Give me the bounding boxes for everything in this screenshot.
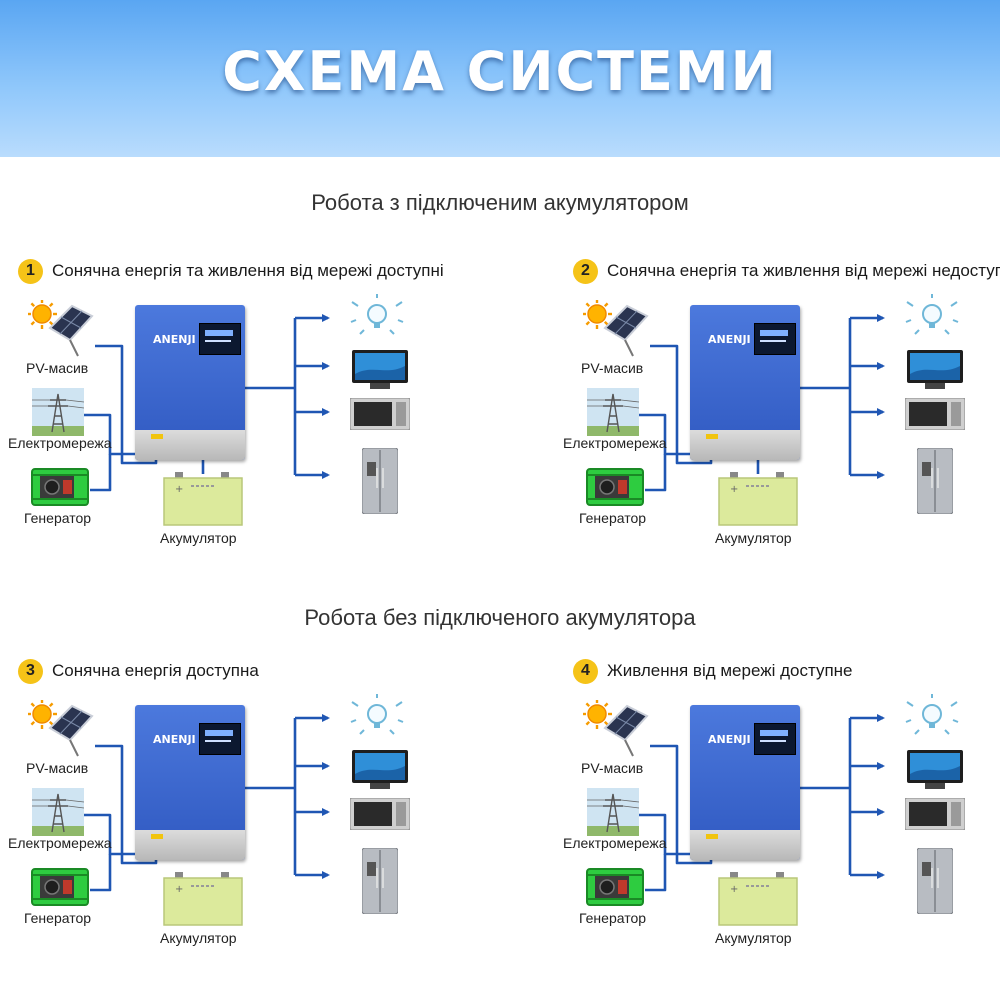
scenario-number-badge: 4 <box>573 658 598 684</box>
battery-icon: + <box>718 872 798 926</box>
lamp-icon <box>905 694 959 735</box>
tv-icon <box>907 750 963 789</box>
scenario-heading: 1 Сонячна енергія та живлення від мережі … <box>18 258 444 284</box>
scenario-description: Сонячна енергія та живлення від мережі н… <box>607 261 1000 280</box>
battery-icon: + <box>163 472 243 526</box>
inverter-display <box>199 323 241 355</box>
lamp-icon <box>905 294 959 335</box>
inverter-display <box>199 723 241 755</box>
solar-panel-icon <box>583 300 649 357</box>
scenario-description: Сонячна енергія доступна <box>52 661 259 680</box>
svg-text:+: + <box>175 484 183 495</box>
sun-icon <box>583 300 612 329</box>
inverter-terminal-panel <box>135 430 245 460</box>
sun-icon <box>28 700 57 729</box>
fridge-icon <box>362 848 398 914</box>
microwave-icon <box>350 798 410 830</box>
sun-icon <box>583 700 612 729</box>
grid-label: Електромережа <box>563 435 667 451</box>
lamp-icon <box>350 694 404 735</box>
svg-text:+: + <box>730 484 738 495</box>
brand-logo: ANENJI <box>708 333 751 346</box>
power-tower-icon <box>587 788 639 836</box>
scenario-description: Живлення від мережі доступне <box>607 661 853 680</box>
generator-label: Генератор <box>24 510 92 526</box>
microwave-icon <box>905 798 965 830</box>
power-tower-icon <box>32 388 84 436</box>
generator-icon <box>586 468 644 506</box>
grid-label: Електромережа <box>563 835 667 851</box>
tv-icon <box>352 750 408 789</box>
fridge-icon <box>917 848 953 914</box>
battery-icon: + <box>163 872 243 926</box>
scenario-panel-2: 2 Сонячна енергія та живлення від мережі … <box>555 250 1000 570</box>
lamp-icon <box>350 294 404 335</box>
scenario-number-badge: 2 <box>573 258 598 284</box>
scenario-heading: 4 Живлення від мережі доступне <box>573 658 853 684</box>
generator-label: Генератор <box>579 510 647 526</box>
scenario-number-badge: 3 <box>18 658 43 684</box>
tv-icon <box>907 350 963 389</box>
inverter-display <box>754 323 796 355</box>
brand-logo: ANENJI <box>153 733 196 746</box>
solar-panel-icon <box>28 300 94 357</box>
generator-label: Генератор <box>579 910 647 926</box>
microwave-icon <box>350 398 410 430</box>
page-title: СХЕМА СИСТЕМИ <box>222 40 778 103</box>
pv-array-label: PV-масив <box>26 760 89 776</box>
connection-wires <box>84 314 330 492</box>
scenario-number-badge: 1 <box>18 258 43 284</box>
inverter-terminal-panel <box>690 830 800 860</box>
generator-icon <box>31 868 89 906</box>
scenario-description: Сонячна енергія та живлення від мережі д… <box>52 261 444 280</box>
section-title-with-battery: Робота з підключеним акумулятором <box>311 190 689 215</box>
fridge-icon <box>362 448 398 514</box>
tv-icon <box>352 350 408 389</box>
generator-icon <box>31 468 89 506</box>
solar-panel-icon <box>583 700 649 757</box>
grid-label: Електромережа <box>8 835 112 851</box>
header-banner: СХЕМА СИСТЕМИ <box>0 0 1000 157</box>
scenario-panel-1: 1 Сонячна енергія та живлення від мережі … <box>0 250 500 570</box>
brand-logo: ANENJI <box>153 333 196 346</box>
fridge-icon <box>917 448 953 514</box>
power-tower-icon <box>587 388 639 436</box>
inverter-display <box>754 723 796 755</box>
grid-label: Електромережа <box>8 435 112 451</box>
pv-array-label: PV-масив <box>581 360 644 376</box>
svg-text:+: + <box>175 884 183 895</box>
inverter-terminal-panel <box>135 830 245 860</box>
battery-label: Акумулятор <box>715 930 792 946</box>
pv-array-label: PV-масив <box>581 760 644 776</box>
section-title-without-battery: Робота без підключеного акумулятора <box>304 605 696 630</box>
solar-panel-icon <box>28 700 94 757</box>
scenario-heading: 2 Сонячна енергія та живлення від мережі … <box>573 258 1000 284</box>
scenario-heading: 3 Сонячна енергія доступна <box>18 658 259 684</box>
battery-icon: + <box>718 472 798 526</box>
generator-icon <box>586 868 644 906</box>
battery-label: Акумулятор <box>715 530 792 546</box>
sun-icon <box>28 300 57 329</box>
generator-label: Генератор <box>24 910 92 926</box>
svg-text:+: + <box>730 884 738 895</box>
battery-label: Акумулятор <box>160 530 237 546</box>
microwave-icon <box>905 398 965 430</box>
battery-label: Акумулятор <box>160 930 237 946</box>
pv-array-label: PV-масив <box>26 360 89 376</box>
power-tower-icon <box>32 788 84 836</box>
inverter-terminal-panel <box>690 430 800 460</box>
brand-logo: ANENJI <box>708 733 751 746</box>
